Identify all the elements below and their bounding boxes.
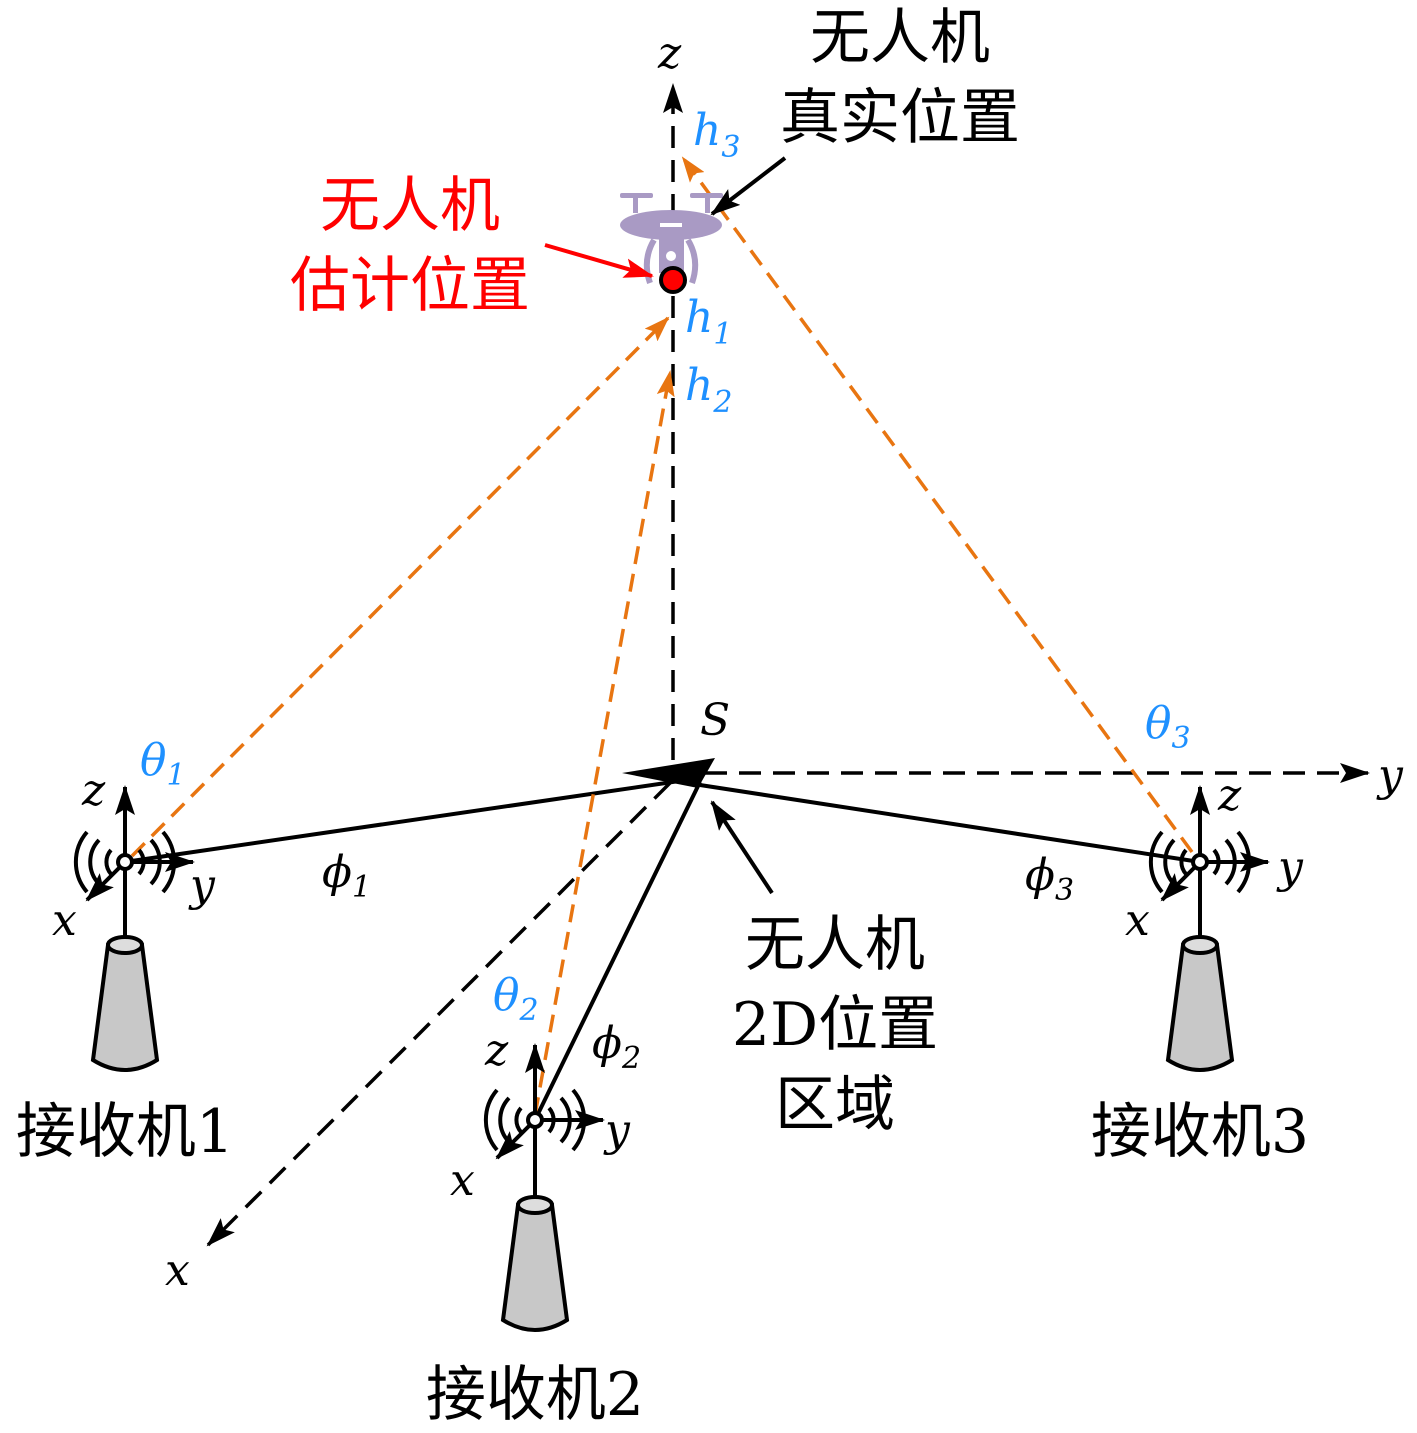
projection-lines [124, 776, 1201, 1121]
svg-text:z: z [484, 1025, 509, 1076]
estimated-position-line2: 估计位置 [290, 251, 530, 321]
svg-text:x: x [52, 895, 77, 946]
phi1-label: ϕ1 [322, 847, 371, 905]
theta1-label: θ1 [140, 735, 186, 793]
z-axis-label: z [657, 28, 682, 79]
theta3-label: θ3 [1145, 698, 1191, 756]
estimated-position-line1: 无人机 [320, 171, 500, 241]
aoa-rays [130, 156, 1194, 1116]
region-line1: 无人机 [745, 910, 925, 980]
h3-label: h3 [693, 105, 740, 165]
global-axes [206, 83, 1370, 1247]
receiver-1: z y x θ1 ϕ1 接收机1 [16, 735, 371, 1167]
height-labels: h3 h1 h2 [685, 105, 740, 420]
h1-label: h1 [685, 292, 732, 352]
region-line3: 区域 [775, 1070, 895, 1140]
x-axis [206, 781, 672, 1247]
svg-text:y: y [603, 1105, 631, 1156]
receiver-2-label: 接收机2 [426, 1360, 644, 1430]
y-axis-label: y [1376, 750, 1404, 801]
svg-text:x: x [1125, 895, 1150, 946]
receiver-2: z y x θ2 ϕ2 接收机2 [426, 970, 644, 1430]
true-position-line1: 无人机 [810, 3, 990, 73]
region-line2: 2D位置 [732, 990, 938, 1060]
x-axis-label: x [165, 1245, 190, 1296]
receiver-3: zy x θ3 ϕ3 接收机3 [1025, 698, 1309, 1167]
svg-text:z: z [81, 765, 106, 816]
svg-text:y: y [1276, 842, 1304, 893]
receiver-1-label: 接收机1 [16, 1097, 234, 1167]
true-position-line2: 真实位置 [780, 83, 1020, 153]
region-wedge [622, 758, 715, 788]
phi2-label: ϕ2 [592, 1018, 641, 1076]
origin-label: S [700, 695, 730, 746]
svg-text:y: y [188, 860, 216, 911]
theta2-label: θ2 [493, 970, 539, 1028]
estimated-position-marker [659, 266, 687, 294]
svg-text:z: z [1217, 770, 1242, 821]
svg-text:x: x [450, 1155, 475, 1206]
receiver-3-label: 接收机3 [1091, 1097, 1309, 1167]
h2-label: h2 [685, 360, 732, 420]
phi3-label: ϕ3 [1025, 850, 1074, 908]
